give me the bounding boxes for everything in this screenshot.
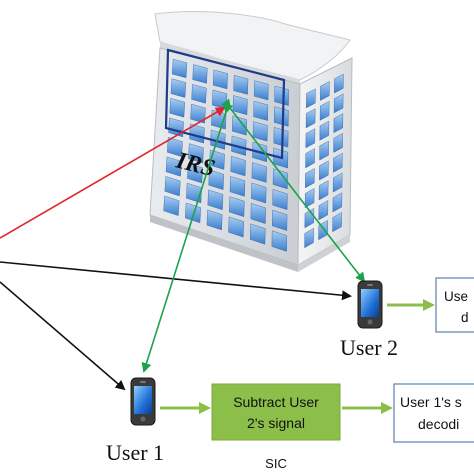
bs-to-user1-link bbox=[0, 281, 126, 391]
user2-decode-box bbox=[435, 277, 474, 333]
user2-decode-text-2: d bbox=[461, 310, 469, 325]
user1-decode-text-2: decodi bbox=[418, 416, 459, 432]
user1-phone-icon bbox=[130, 377, 156, 426]
user1-label: User 1 bbox=[106, 440, 164, 465]
sic-process-box bbox=[211, 383, 341, 441]
user1-decode-box bbox=[393, 383, 474, 443]
user1-decode-text-1: User 1's s bbox=[400, 394, 462, 410]
side-window bbox=[320, 81, 330, 101]
front-window bbox=[233, 75, 249, 95]
irs-to-user2-link bbox=[221, 98, 366, 283]
user2-label: User 2 bbox=[340, 335, 398, 360]
front-window bbox=[171, 58, 188, 79]
user2-decode-text-1: Use bbox=[444, 289, 468, 304]
irs-to-user1-link bbox=[141, 102, 234, 373]
front-window bbox=[192, 64, 208, 84]
building bbox=[149, 11, 353, 272]
sic-box-text-1: Subtract User bbox=[233, 394, 319, 410]
sic-box-text-2: 2's signal bbox=[247, 415, 305, 431]
front-window bbox=[212, 69, 228, 90]
side-window bbox=[334, 73, 344, 94]
front-window bbox=[170, 78, 187, 98]
sic-caption: SIC bbox=[265, 456, 287, 471]
user2-phone-icon bbox=[357, 280, 383, 329]
